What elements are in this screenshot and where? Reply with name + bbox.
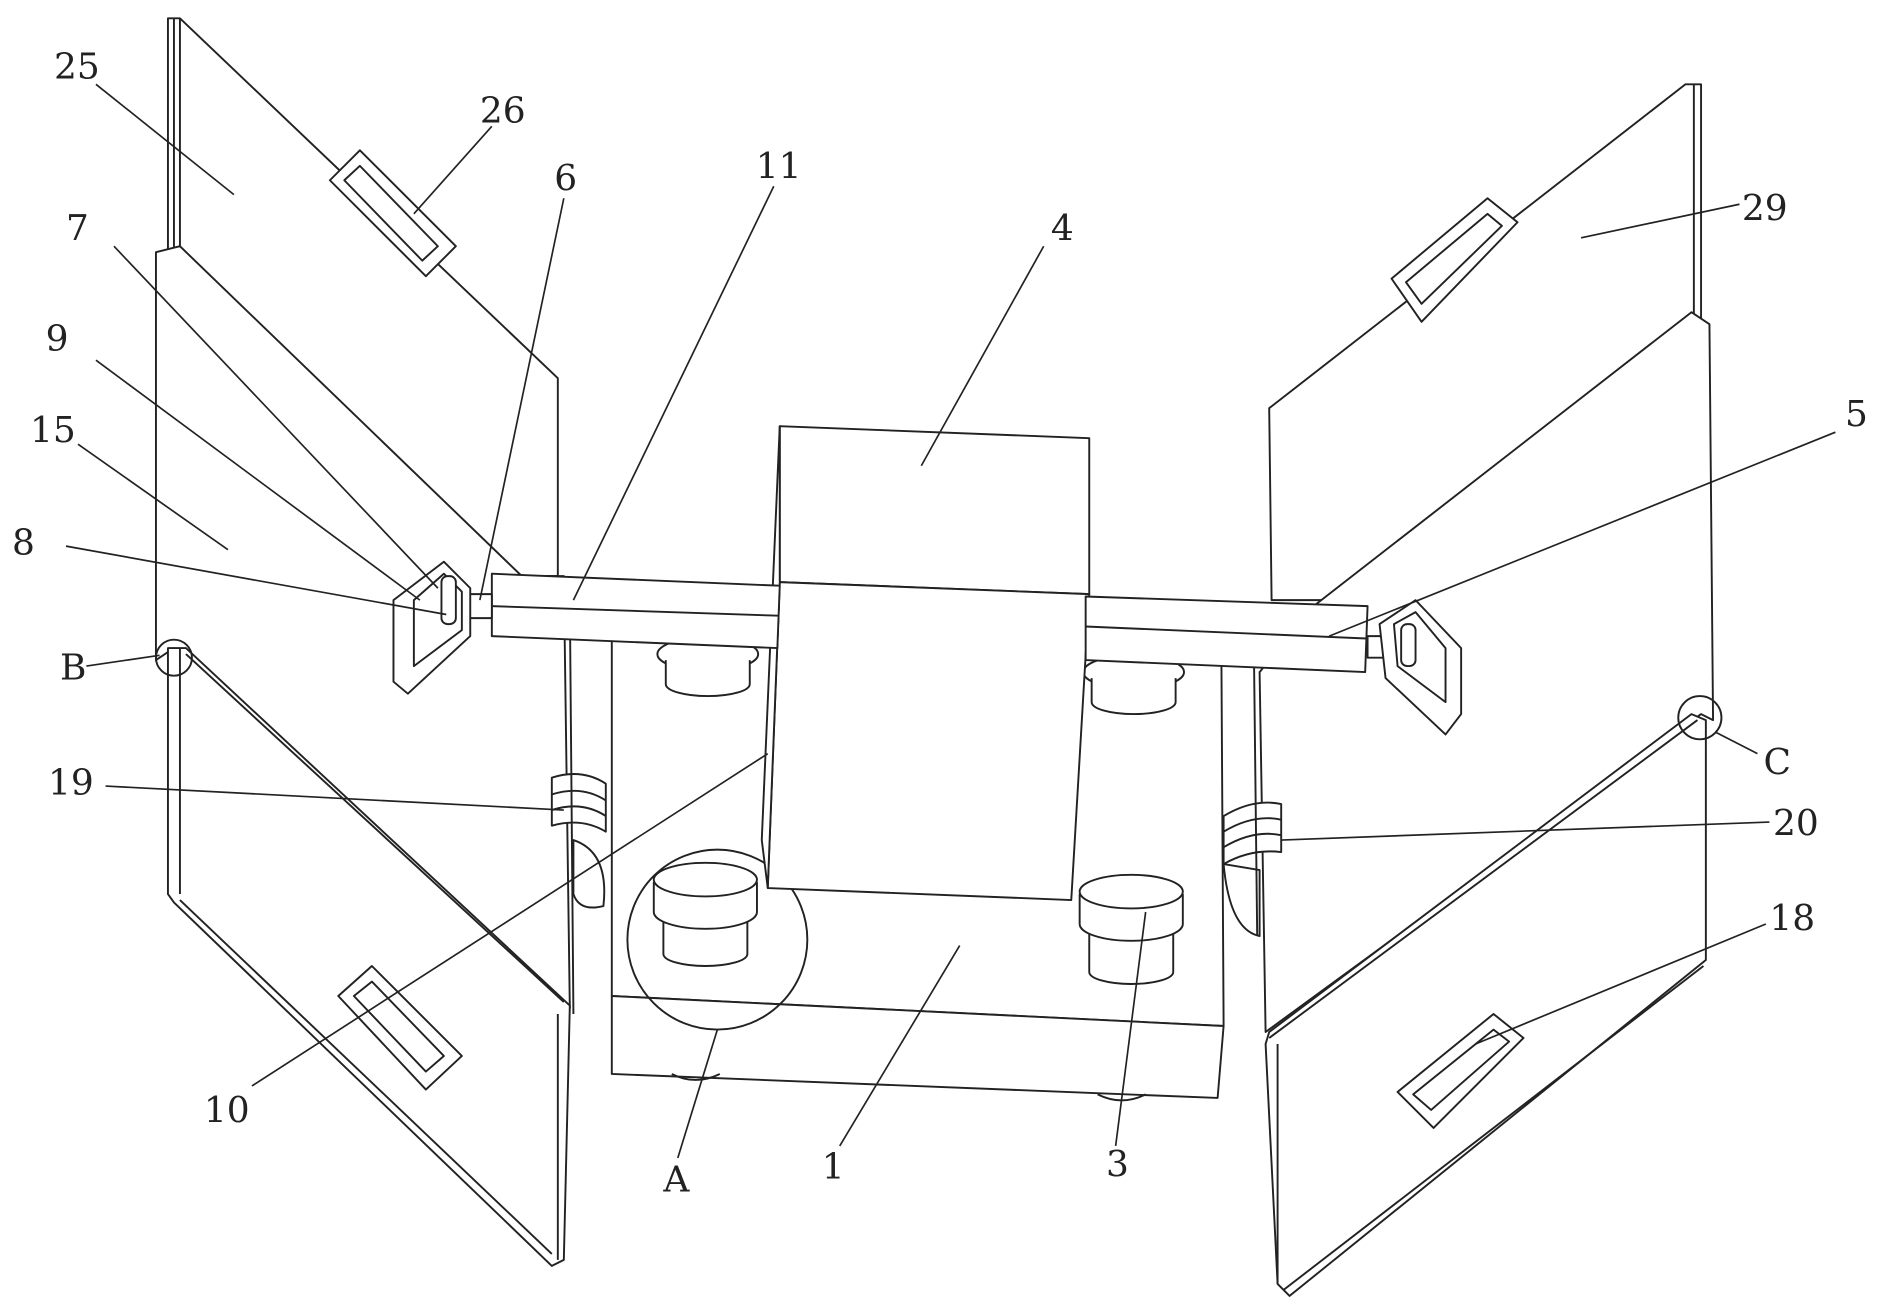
- label-1: 1: [822, 1146, 845, 1187]
- label-8: 8: [12, 523, 35, 564]
- label-5: 5: [1845, 394, 1868, 435]
- label-B: B: [60, 647, 86, 688]
- label-10: 10: [204, 1090, 250, 1131]
- label-7: 7: [66, 208, 89, 249]
- block-4: [762, 426, 1089, 900]
- rod-5: [1086, 597, 1404, 673]
- label-C: C: [1763, 742, 1791, 783]
- label-20: 20: [1773, 803, 1819, 844]
- rod-11: [456, 574, 780, 648]
- label-26: 26: [480, 91, 526, 132]
- label-A: A: [662, 1160, 690, 1201]
- label-15: 15: [30, 410, 76, 451]
- label-4: 4: [1051, 208, 1074, 249]
- label-6: 6: [554, 158, 577, 199]
- label-19: 19: [48, 762, 94, 803]
- label-3: 3: [1106, 1144, 1129, 1185]
- cylinder-front-right: [1080, 875, 1183, 984]
- label-29: 29: [1742, 188, 1788, 229]
- label-25: 25: [54, 46, 100, 87]
- label-18: 18: [1769, 898, 1815, 939]
- label-11: 11: [756, 146, 802, 187]
- cylinder-front-left: [654, 863, 757, 966]
- label-9: 9: [46, 319, 69, 360]
